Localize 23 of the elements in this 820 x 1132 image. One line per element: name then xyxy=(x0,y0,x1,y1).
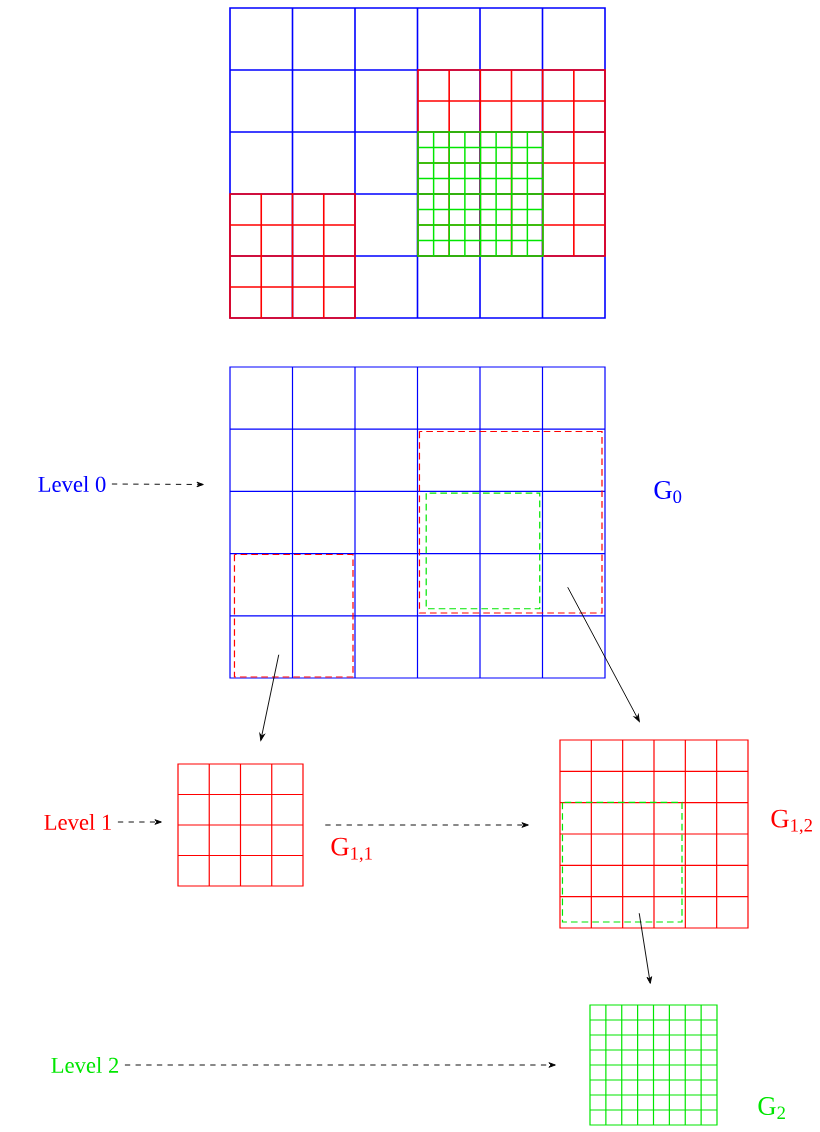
dashed-region xyxy=(233,553,354,678)
grid-label: G$_{1,1}$ xyxy=(331,837,372,863)
level-label: Level 0 xyxy=(38,476,106,492)
dashed-region xyxy=(425,492,541,610)
level-label: Level 2 xyxy=(51,1057,119,1073)
arrow xyxy=(124,1062,556,1068)
grid-hierarchy-drawing xyxy=(229,7,606,319)
level-label: Level 1 xyxy=(44,814,111,830)
grid xyxy=(177,763,304,887)
arrow xyxy=(259,654,280,741)
grid-label: G$_{1,2}$ xyxy=(771,809,812,835)
grid xyxy=(589,1004,718,1126)
arrow xyxy=(324,822,529,828)
arrow xyxy=(117,819,162,825)
arrow xyxy=(111,481,204,488)
grid-label: G$_{0}$ xyxy=(654,481,682,503)
grid xyxy=(229,366,606,679)
arrow xyxy=(638,912,652,984)
arrow xyxy=(567,586,640,722)
dashed-region xyxy=(418,430,603,614)
grid-label: G$_{2}$ xyxy=(758,1097,785,1119)
dashed-region xyxy=(561,801,683,923)
grid xyxy=(559,739,749,929)
